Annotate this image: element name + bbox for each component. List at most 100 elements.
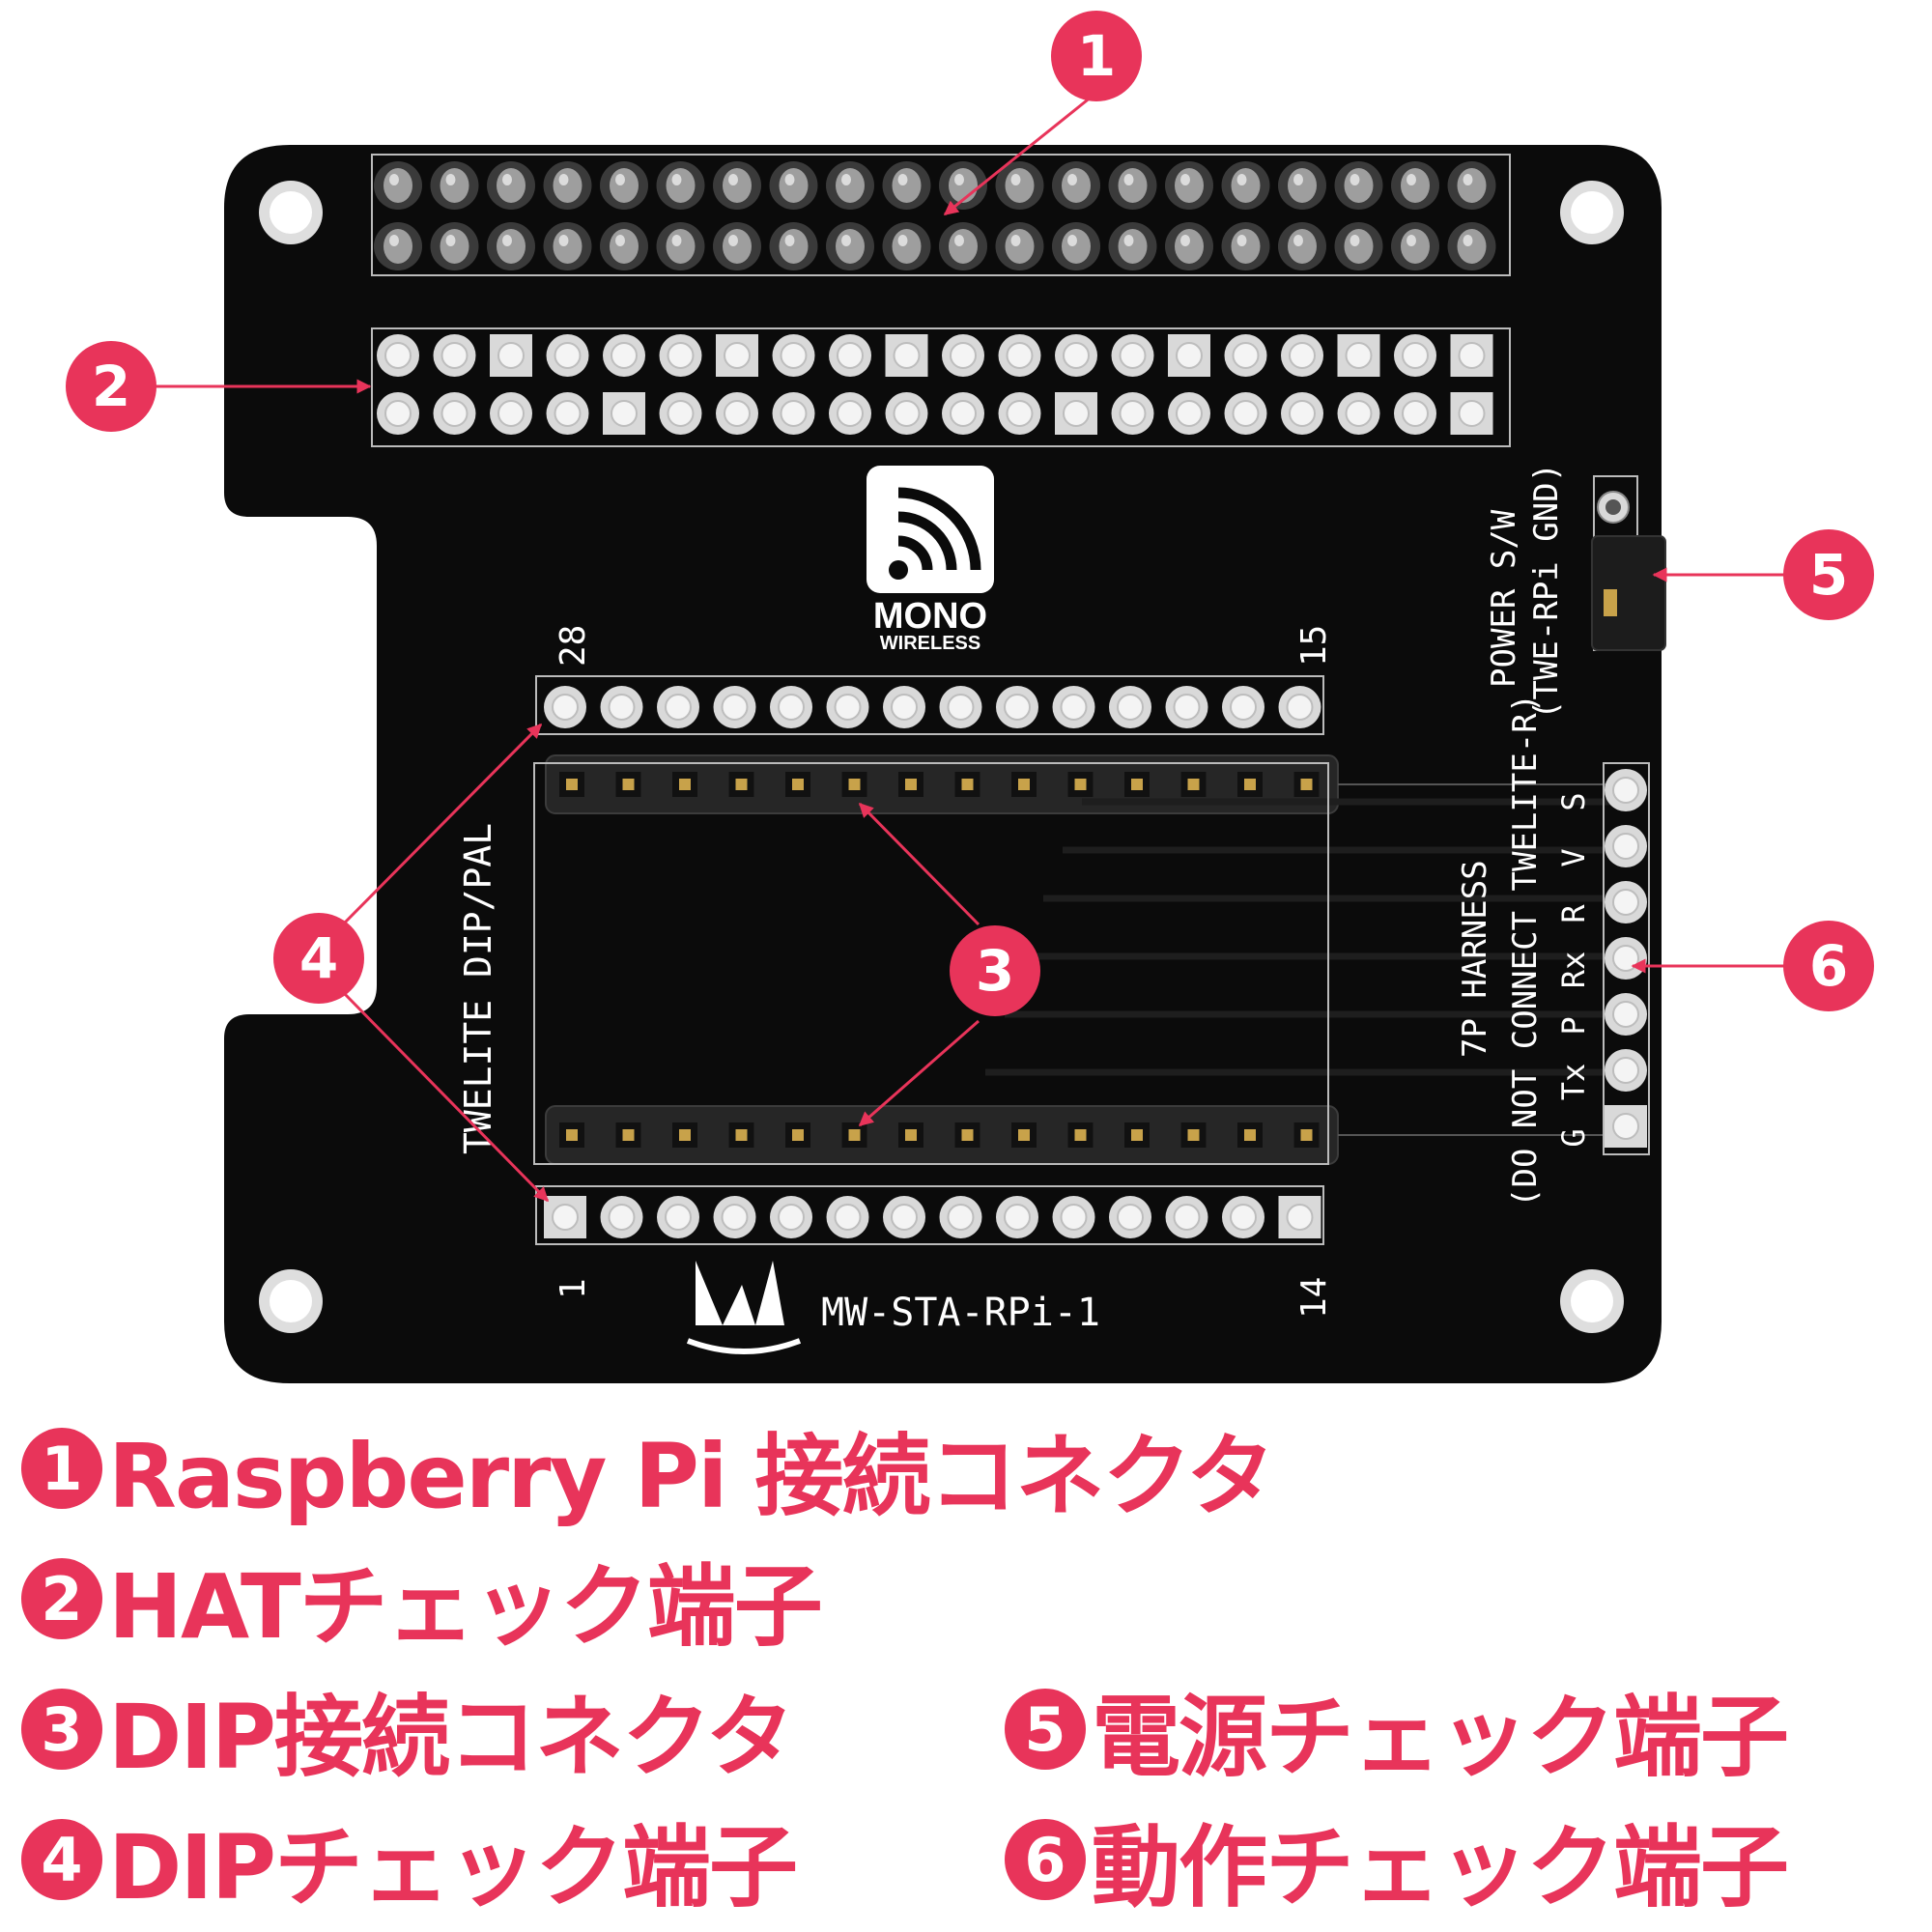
dip-pad bbox=[1278, 1196, 1321, 1238]
rpi-pin bbox=[543, 161, 592, 210]
logo-text-wireless: WIRELESS bbox=[880, 633, 980, 654]
rpi-pin bbox=[1108, 222, 1157, 270]
rpi-pin bbox=[1165, 161, 1213, 210]
harness-pin-label: S bbox=[1555, 792, 1592, 810]
rpi-pin bbox=[995, 161, 1044, 210]
svg-text:6: 6 bbox=[1809, 933, 1848, 999]
rpi-pin bbox=[1447, 222, 1496, 270]
legend-item-1: 1 Raspberry Pi 接続コネクタ bbox=[21, 1406, 1275, 1531]
legend-text-4: DIPチェック端子 bbox=[108, 1815, 798, 1919]
harness-pad bbox=[1605, 993, 1647, 1036]
hat-pad bbox=[829, 334, 871, 377]
dip-pad bbox=[939, 686, 982, 728]
dip-pad bbox=[826, 1196, 869, 1238]
rpi-pin bbox=[1108, 161, 1157, 210]
legend-badge-1: 1 bbox=[21, 1428, 102, 1509]
dip-pad bbox=[770, 686, 812, 728]
harness-pin-label: G bbox=[1555, 1128, 1592, 1147]
hat-pad bbox=[1224, 334, 1267, 377]
dip-pad bbox=[544, 686, 586, 728]
dip-pad bbox=[1165, 1196, 1208, 1238]
rpi-pin bbox=[543, 222, 592, 270]
legend-item-3: 3 DIP接続コネクタ bbox=[21, 1666, 794, 1792]
hat-pad bbox=[1055, 392, 1097, 435]
hat-pad bbox=[942, 334, 984, 377]
dip-pad bbox=[826, 686, 869, 728]
pcb-traces bbox=[985, 783, 1626, 1136]
socket-label: TWELITE DIP/PAL bbox=[457, 823, 499, 1154]
legend-text-6: 動作チェック端子 bbox=[1092, 1815, 1789, 1919]
dip-pad bbox=[1278, 686, 1321, 728]
rpi-pin bbox=[656, 222, 705, 270]
hat-pad bbox=[716, 334, 758, 377]
svg-text:1: 1 bbox=[1077, 23, 1116, 89]
dip-pad bbox=[883, 686, 925, 728]
svg-text:2: 2 bbox=[92, 354, 130, 419]
harness-pin-label: R bbox=[1555, 904, 1592, 923]
rpi-pin bbox=[769, 161, 818, 210]
hat-pad bbox=[603, 392, 645, 435]
dip-pad bbox=[713, 1196, 756, 1238]
hat-pad bbox=[1281, 392, 1323, 435]
harness-pin-label: V bbox=[1555, 848, 1592, 867]
dip-pad bbox=[1052, 1196, 1095, 1238]
legend-item-6: 6 動作チェック端子 bbox=[1005, 1797, 1789, 1922]
legend-badge-2: 2 bbox=[21, 1558, 102, 1639]
mounting-holes bbox=[259, 181, 1624, 1333]
hat-pad bbox=[603, 334, 645, 377]
hat-pad bbox=[1394, 392, 1436, 435]
hat-pad bbox=[659, 392, 702, 435]
rpi-pin bbox=[826, 161, 874, 210]
harness-pad bbox=[1605, 825, 1647, 867]
mono-wireless-logo: MONO WIRELESS bbox=[867, 466, 994, 654]
callout-3: 3 bbox=[950, 925, 1040, 1016]
callout-4: 4 bbox=[273, 913, 364, 1004]
hat-pad bbox=[1111, 392, 1154, 435]
rpi-pin bbox=[487, 161, 535, 210]
hat-pad bbox=[490, 334, 532, 377]
rpi-pin bbox=[374, 222, 422, 270]
hat-pad bbox=[998, 334, 1041, 377]
dip-pad bbox=[657, 686, 699, 728]
rpi-pin bbox=[713, 222, 761, 270]
callout-1: 1 bbox=[1051, 11, 1142, 101]
legend-badge-4: 4 bbox=[21, 1819, 102, 1900]
rpi-pin bbox=[826, 222, 874, 270]
hat-pad bbox=[1450, 392, 1493, 435]
power-switch-sublabel: (TWE-RPi GND) bbox=[1527, 463, 1566, 720]
power-switch-label: POWER S/W bbox=[1485, 509, 1523, 688]
hat-pad bbox=[1168, 392, 1210, 435]
rpi-pin bbox=[939, 222, 987, 270]
rpi-pin bbox=[1221, 222, 1270, 270]
legend-item-4: 4 DIPチェック端子 bbox=[21, 1797, 798, 1922]
callout-arrows bbox=[147, 91, 1784, 1203]
rpi-pin bbox=[1278, 161, 1326, 210]
harness-pin-label: Tx bbox=[1555, 1064, 1592, 1101]
hat-pad bbox=[942, 392, 984, 435]
callout-2: 2 bbox=[66, 341, 156, 432]
harness-pad bbox=[1605, 937, 1647, 980]
model-label: MW-STA-RPi-1 bbox=[821, 1291, 1100, 1335]
harness-pad bbox=[1605, 881, 1647, 923]
rpi-pin bbox=[1052, 222, 1100, 270]
legend-badge-6: 6 bbox=[1005, 1819, 1086, 1900]
pin-28-label: 28 bbox=[554, 625, 593, 667]
hat-pad bbox=[772, 334, 815, 377]
hat-pad bbox=[377, 334, 419, 377]
rpi-pin bbox=[1052, 161, 1100, 210]
dip-pad bbox=[770, 1196, 812, 1238]
rpi-pin bbox=[374, 161, 422, 210]
rpi-pin bbox=[1334, 161, 1383, 210]
hat-pad bbox=[659, 334, 702, 377]
legend-badge-3: 3 bbox=[21, 1689, 102, 1770]
legend-item-2: 2 HATチェック端子 bbox=[21, 1536, 823, 1662]
dip-pad bbox=[657, 1196, 699, 1238]
harness-pin-label: Rx bbox=[1555, 952, 1592, 989]
dip-pad bbox=[1109, 1196, 1151, 1238]
rpi-pin bbox=[1391, 161, 1439, 210]
hat-pad bbox=[1394, 334, 1436, 377]
legend-text-5: 電源チェック端子 bbox=[1092, 1685, 1789, 1789]
pin-15-label: 15 bbox=[1294, 625, 1334, 667]
hat-pad bbox=[377, 392, 419, 435]
